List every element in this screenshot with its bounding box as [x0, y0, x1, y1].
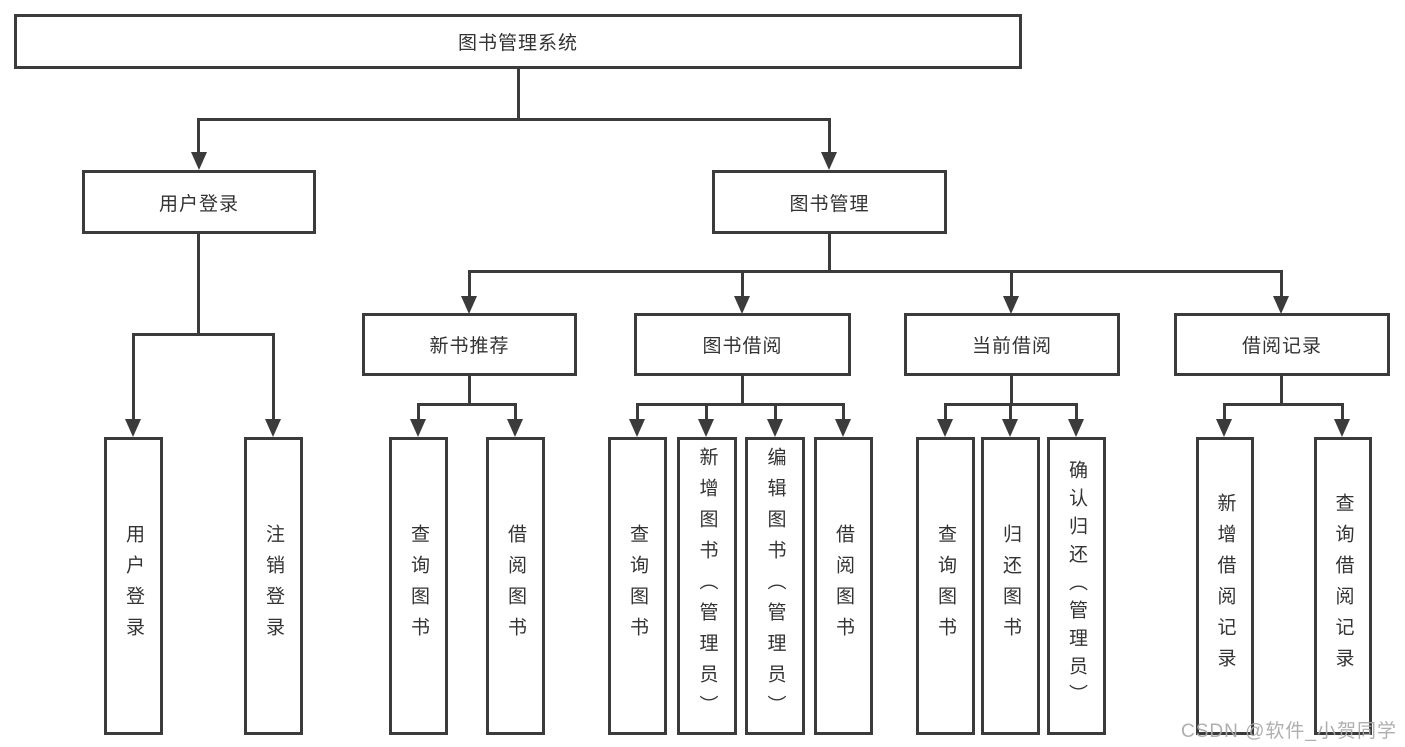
- node-management: 图书管理: [712, 170, 947, 234]
- edge-login-drop: [197, 234, 200, 335]
- arrow-down-icon: [1216, 419, 1232, 437]
- arrow-down-icon: [410, 419, 426, 437]
- arrow-down-icon: [1003, 296, 1019, 314]
- edge-level1-rail: [197, 118, 831, 121]
- edge-to-nb-query: [417, 403, 420, 421]
- arrow-down-icon: [1273, 296, 1289, 314]
- edge-to-current-borrow: [1010, 270, 1013, 298]
- edge-to-login: [197, 118, 200, 154]
- node-root: 图书管理系统: [14, 14, 1022, 69]
- arrow-down-icon: [1068, 419, 1084, 437]
- edge-to-cb-return: [1009, 403, 1012, 421]
- edge-to-cb-confirm: [1075, 403, 1078, 421]
- edge-book-borrow-rail: [636, 403, 845, 406]
- edge-to-user-login: [132, 333, 135, 421]
- arrow-down-icon: [835, 419, 851, 437]
- arrow-down-icon: [191, 152, 207, 170]
- edge-new-books-drop: [468, 376, 471, 405]
- edge-login-rail: [132, 333, 275, 336]
- edge-borrow-records-rail: [1223, 403, 1344, 406]
- edge-to-bb-add: [705, 403, 708, 421]
- edge-book-borrow-drop: [741, 376, 744, 405]
- edge-level3-rail: [468, 270, 1283, 273]
- arrow-down-icon: [265, 419, 281, 437]
- edge-to-bb-edit: [774, 403, 777, 421]
- edge-to-borrow-records: [1280, 270, 1283, 298]
- node-cb-return: 归还图书: [981, 437, 1040, 735]
- edge-new-books-rail: [417, 403, 517, 406]
- edge-to-new-books: [468, 270, 471, 298]
- node-bb-edit: 编辑图书（管理员）: [745, 437, 805, 735]
- arrow-down-icon: [767, 419, 783, 437]
- node-cb-query: 查询图书: [916, 437, 975, 735]
- arrow-down-icon: [507, 419, 523, 437]
- edge-to-nb-borrow: [514, 403, 517, 421]
- arrow-down-icon: [821, 152, 837, 170]
- node-logout: 注销登录: [244, 437, 303, 735]
- edge-current-borrow-drop: [1010, 376, 1013, 405]
- arrow-down-icon: [1334, 419, 1350, 437]
- edge-to-logout: [272, 333, 275, 421]
- edge-management-drop: [828, 234, 831, 273]
- edge-to-book-borrow: [741, 270, 744, 298]
- edge-root-drop: [517, 69, 520, 120]
- arrow-down-icon: [937, 419, 953, 437]
- node-login: 用户登录: [82, 170, 316, 234]
- node-bb-borrow: 借阅图书: [814, 437, 873, 735]
- edge-to-cb-query: [944, 403, 947, 421]
- node-nb-borrow: 借阅图书: [486, 437, 545, 735]
- arrow-down-icon: [734, 296, 750, 314]
- node-br-query: 查询借阅记录: [1314, 437, 1372, 735]
- node-book-borrow: 图书借阅: [634, 313, 851, 376]
- arrow-down-icon: [125, 419, 141, 437]
- edge-to-management: [828, 118, 831, 154]
- arrow-down-icon: [698, 419, 714, 437]
- edge-to-br-add: [1223, 403, 1226, 421]
- node-borrow-records: 借阅记录: [1174, 313, 1390, 376]
- arrow-down-icon: [629, 419, 645, 437]
- edge-to-br-query: [1341, 403, 1344, 421]
- node-nb-query: 查询图书: [389, 437, 448, 735]
- node-cb-confirm: 确认归还（管理员）: [1047, 437, 1106, 735]
- node-current-borrow: 当前借阅: [904, 313, 1120, 376]
- node-new-books: 新书推荐: [362, 313, 577, 376]
- node-bb-query: 查询图书: [608, 437, 667, 735]
- edge-borrow-records-drop: [1280, 376, 1283, 405]
- node-user-login: 用户登录: [104, 437, 163, 735]
- node-br-add: 新增借阅记录: [1196, 437, 1254, 735]
- edge-to-bb-borrow: [842, 403, 845, 421]
- arrow-down-icon: [1002, 419, 1018, 437]
- arrow-down-icon: [461, 296, 477, 314]
- edge-to-bb-query: [636, 403, 639, 421]
- node-bb-add: 新增图书（管理员）: [677, 437, 737, 735]
